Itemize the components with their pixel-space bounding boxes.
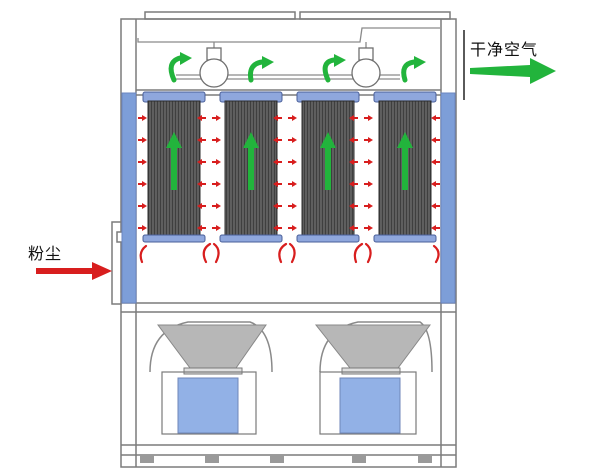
curved-arrow-icon bbox=[139, 244, 148, 264]
dust-arrow bbox=[138, 137, 147, 143]
dust-arrow bbox=[364, 181, 373, 187]
hoppers bbox=[149, 321, 433, 435]
right-side-panel bbox=[440, 92, 456, 304]
inlet-label: 粉尘 bbox=[28, 244, 63, 263]
dust-arrow bbox=[273, 225, 282, 231]
dust-arrow bbox=[197, 181, 206, 187]
dust-arrow bbox=[197, 225, 206, 231]
arrow-up-icon bbox=[243, 132, 259, 190]
dust-arrow bbox=[288, 159, 297, 165]
hopper-left-outline bbox=[149, 321, 273, 373]
blowpipe-header bbox=[137, 27, 440, 80]
curved-arrow-icon bbox=[278, 242, 288, 264]
curved-arrow-icon bbox=[212, 242, 220, 264]
dust-arrow bbox=[138, 225, 147, 231]
dust-arrow bbox=[431, 137, 440, 143]
hopper-right-outline bbox=[319, 321, 433, 373]
dust-arrow bbox=[431, 225, 440, 231]
curved-arrow-icon bbox=[248, 59, 265, 83]
base-feet bbox=[140, 455, 432, 463]
arrow-up-icon bbox=[397, 132, 413, 190]
dust-arrow bbox=[364, 225, 373, 231]
outlet-label: 干净空气 bbox=[470, 40, 539, 59]
dust-arrow bbox=[288, 203, 297, 209]
dust-arrow bbox=[349, 181, 358, 187]
dust-arrow bbox=[138, 181, 147, 187]
dust-arrow bbox=[138, 203, 147, 209]
dust-arrow bbox=[273, 181, 282, 187]
arrow-right-icon bbox=[470, 58, 556, 84]
dust-arrow bbox=[212, 137, 221, 143]
dust-arrow bbox=[349, 115, 358, 121]
dust-arrow bbox=[197, 137, 206, 143]
dust-swirls bbox=[139, 242, 440, 264]
dust-arrow bbox=[273, 203, 282, 209]
curved-arrow-icon bbox=[322, 57, 337, 83]
valve-tank-left bbox=[199, 58, 229, 88]
arrow-up-icon bbox=[320, 132, 336, 190]
curved-arrow-icon bbox=[364, 242, 372, 264]
dust-arrow bbox=[288, 225, 297, 231]
dust-arrow bbox=[364, 115, 373, 121]
inlet-flange bbox=[111, 221, 124, 305]
dust-arrow bbox=[431, 181, 440, 187]
dust-arrow bbox=[197, 115, 206, 121]
dust-arrow bbox=[273, 137, 282, 143]
dust-arrow bbox=[431, 159, 440, 165]
dust-arrow bbox=[349, 159, 358, 165]
dust-arrow bbox=[212, 159, 221, 165]
filter-cartridges bbox=[142, 91, 437, 243]
curved-arrow-icon bbox=[202, 242, 212, 264]
dust-arrow bbox=[349, 137, 358, 143]
curved-arrow-icon bbox=[401, 59, 417, 83]
curved-arrow-icon bbox=[432, 244, 440, 264]
swirl-arrow-heads bbox=[180, 52, 426, 69]
dust-arrow bbox=[349, 203, 358, 209]
dust-arrow bbox=[212, 181, 221, 187]
dust-arrow bbox=[273, 159, 282, 165]
hopper-left bbox=[157, 324, 267, 369]
upflow-arrows bbox=[166, 132, 413, 190]
arrow-right-icon bbox=[36, 262, 112, 280]
curved-arrow-icon bbox=[168, 55, 183, 83]
dust-arrow bbox=[431, 115, 440, 121]
pulse-valves bbox=[199, 47, 381, 88]
dust-arrow bbox=[138, 115, 147, 121]
hopper-right bbox=[314, 324, 431, 369]
dust-arrow bbox=[197, 159, 206, 165]
dust-arrow bbox=[364, 137, 373, 143]
arrow-up-icon bbox=[166, 132, 182, 190]
dust-arrow bbox=[197, 203, 206, 209]
swirl-arrows bbox=[168, 55, 417, 83]
dust-arrow bbox=[138, 159, 147, 165]
dust-bin-right bbox=[339, 377, 401, 434]
dust-inflow-arrows bbox=[138, 115, 440, 231]
valve-tank-right bbox=[351, 58, 381, 88]
dust-arrow bbox=[288, 181, 297, 187]
dust-arrow bbox=[288, 115, 297, 121]
dust-arrow bbox=[212, 115, 221, 121]
dust-arrow bbox=[349, 225, 358, 231]
dust-arrow bbox=[288, 137, 297, 143]
dust-arrow bbox=[212, 203, 221, 209]
curved-arrow-icon bbox=[288, 242, 296, 264]
dust-arrow bbox=[431, 203, 440, 209]
dust-arrow bbox=[212, 225, 221, 231]
left-side-panel bbox=[121, 92, 137, 304]
dust-arrow bbox=[364, 159, 373, 165]
dust-bin-left bbox=[177, 377, 239, 434]
dust-arrow bbox=[364, 203, 373, 209]
filter-cartridge bbox=[219, 91, 283, 243]
dust-arrow bbox=[273, 115, 282, 121]
curved-arrow-icon bbox=[353, 242, 364, 264]
